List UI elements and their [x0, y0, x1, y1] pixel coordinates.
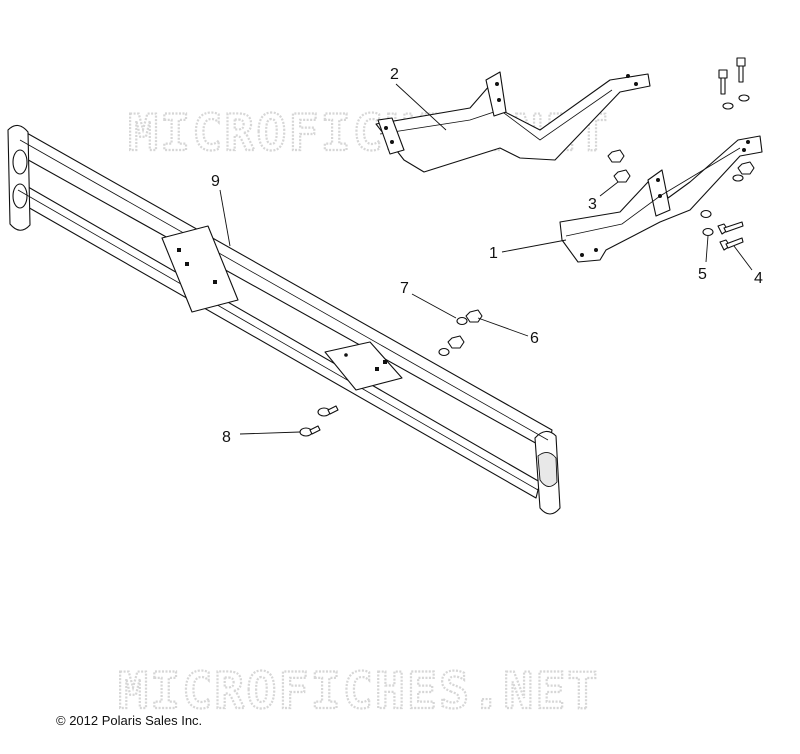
- bumper-tube: [7, 124, 561, 515]
- hardware-4-5: [700, 209, 744, 251]
- callout-8: 8: [222, 429, 231, 446]
- hardware-6-7: [438, 309, 483, 357]
- upper-bracket: [375, 71, 651, 173]
- hardware-top-right: [607, 57, 755, 183]
- leader-9: [219, 189, 231, 247]
- leader-7: [411, 293, 457, 319]
- leader-5: [705, 235, 709, 263]
- callout-6: 6: [530, 330, 539, 347]
- copyright-text: © 2012 Polaris Sales Inc.: [56, 713, 202, 728]
- callout-9: 9: [211, 173, 220, 190]
- hardware-8: [299, 405, 339, 437]
- leader-3: [599, 181, 619, 197]
- leader-2: [395, 83, 447, 131]
- leader-8: [239, 431, 301, 435]
- leader-6: [477, 317, 529, 337]
- callout-5: 5: [698, 266, 707, 283]
- callout-1: 1: [489, 245, 498, 262]
- leader-4: [733, 245, 753, 271]
- callout-4: 4: [754, 270, 763, 287]
- lower-bracket: [559, 135, 763, 263]
- watermark-bottom: MICROFICHES.NET: [118, 662, 600, 720]
- callout-3: 3: [588, 196, 597, 213]
- callout-2: 2: [390, 66, 399, 83]
- leader-1: [501, 239, 567, 253]
- callout-7: 7: [400, 280, 409, 297]
